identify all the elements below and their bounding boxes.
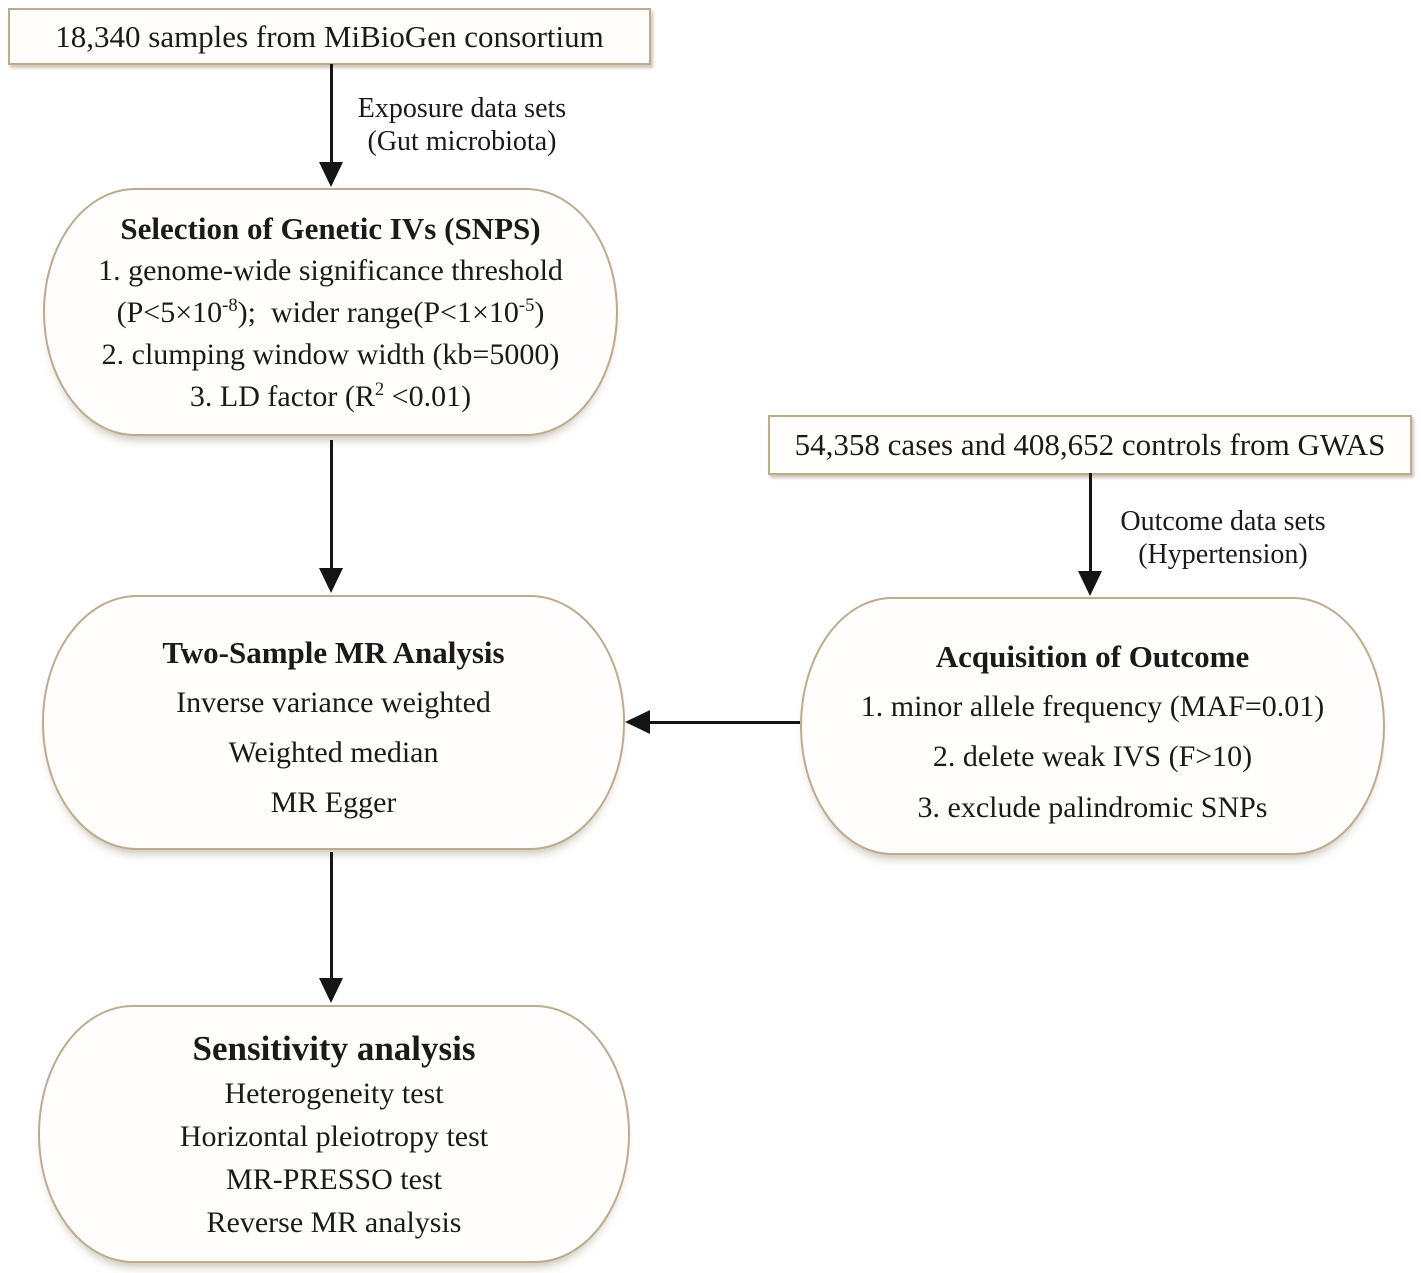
two-sample-mr-box: Two-Sample MR Analysis Inverse variance … [42, 595, 625, 850]
sensitivity-item-pleiotropy: Horizontal pleiotropy test [179, 1119, 489, 1153]
mr-to-sensitivity-arrow-shaft [330, 852, 333, 980]
exposure-label-line1: Exposure data sets [357, 93, 567, 124]
mr-item-weighted-median: Weighted median [228, 735, 439, 769]
mr-item-ivw: Inverse variance weighted [176, 685, 491, 719]
exposure-label-line2: (Gut microbiota) [367, 126, 557, 157]
selection-item-pvalues: (P<5×10-8); wider range(P<1×10-5) [116, 295, 545, 330]
acquisition-to-mr-arrowhead-icon [625, 710, 650, 734]
exposure-arrow-shaft [330, 64, 333, 164]
selection-to-mr-arrowhead-icon [319, 568, 343, 593]
gwas-box-text: 54,358 cases and 408,652 controls from G… [794, 427, 1386, 462]
acquisition-item-weak-ivs: 2. delete weak IVS (F>10) [932, 740, 1253, 774]
outcome-arrow-shaft [1089, 473, 1092, 573]
gwas-box: 54,358 cases and 408,652 controls from G… [768, 415, 1412, 475]
acquisition-to-mr-arrow-shaft [648, 721, 800, 724]
sensitivity-item-heterogeneity: Heterogeneity test [224, 1076, 444, 1110]
exposure-arrowhead-icon [319, 162, 343, 187]
acquisition-item-maf: 1. minor allele frequency (MAF=0.01) [860, 690, 1325, 724]
two-sample-mr-title: Two-Sample MR Analysis [162, 634, 505, 670]
sensitivity-item-mr-presso: MR-PRESSO test [226, 1162, 442, 1196]
selection-box-title: Selection of Genetic IVs (SNPS) [120, 211, 541, 247]
selection-item-ld-factor: 3. LD factor (R2 <0.01) [189, 379, 472, 414]
outcome-label: Outcome data sets (Hypertension) [1103, 505, 1343, 571]
selection-box: Selection of Genetic IVs (SNPS) 1. genom… [43, 188, 618, 436]
mibiogen-samples-box: 18,340 samples from MiBioGen consortium [8, 8, 651, 65]
selection-item-threshold: 1. genome-wide significance threshold [98, 254, 563, 288]
selection-to-mr-arrow-shaft [330, 440, 333, 570]
sensitivity-item-reverse-mr: Reverse MR analysis [206, 1205, 462, 1239]
mr-item-mr-egger: MR Egger [270, 785, 397, 819]
outcome-label-line1: Outcome data sets [1120, 506, 1326, 537]
outcome-arrowhead-icon [1078, 571, 1102, 596]
acquisition-box: Acquisition of Outcome 1. minor allele f… [800, 597, 1385, 855]
exposure-label: Exposure data sets (Gut microbiota) [342, 92, 582, 158]
sensitivity-box: Sensitivity analysis Heterogeneity test … [38, 1005, 630, 1263]
outcome-label-line2: (Hypertension) [1138, 539, 1308, 570]
mr-to-sensitivity-arrowhead-icon [319, 978, 343, 1003]
sensitivity-box-title: Sensitivity analysis [192, 1028, 476, 1068]
acquisition-item-palindromic: 3. exclude palindromic SNPs [917, 790, 1268, 824]
mibiogen-samples-text: 18,340 samples from MiBioGen consortium [55, 18, 604, 54]
acquisition-box-title: Acquisition of Outcome [935, 638, 1250, 674]
selection-item-clumping: 2. clumping window width (kb=5000) [101, 338, 560, 372]
